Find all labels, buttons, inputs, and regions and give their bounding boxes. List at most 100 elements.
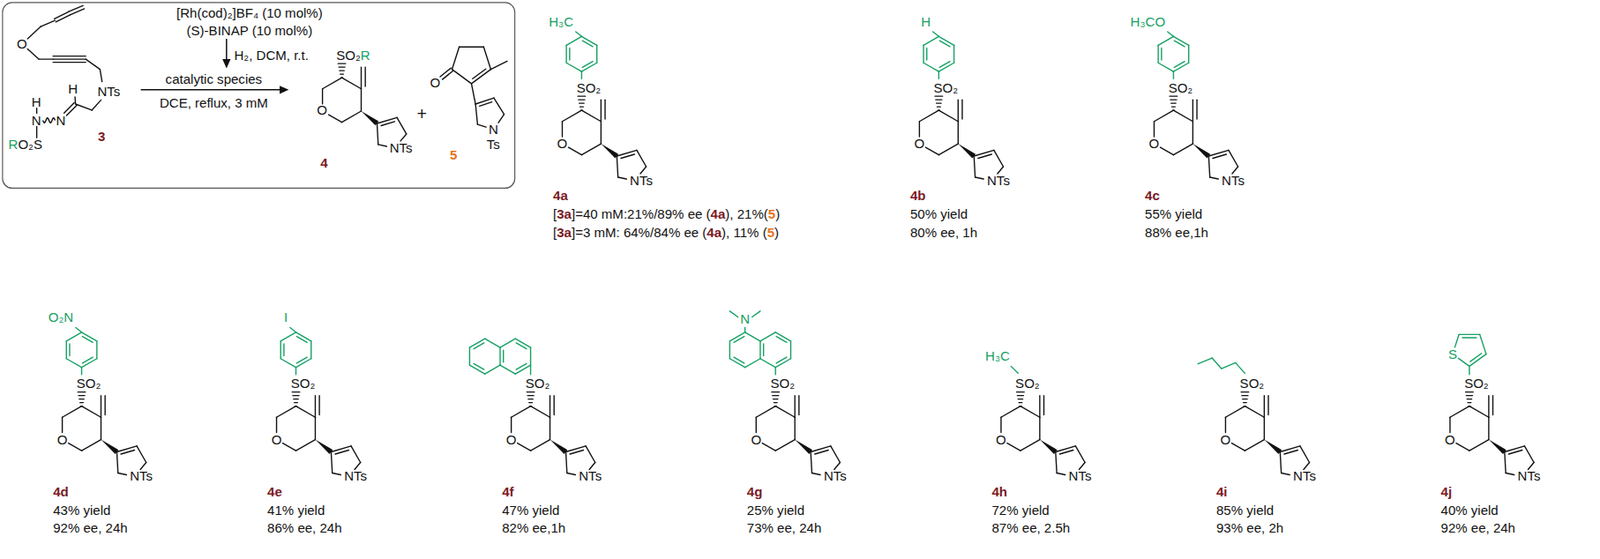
bond-line	[82, 336, 93, 344]
bond-line	[75, 327, 83, 332]
yield-text: 41% yield	[267, 503, 325, 517]
ee-text: 86% ee, 24h	[267, 522, 342, 536]
atom-label: SO₂	[1464, 377, 1489, 391]
bond-line	[500, 365, 516, 374]
bond-line	[459, 46, 485, 48]
bond-line	[744, 327, 746, 332]
bond-line	[66, 358, 82, 368]
bond-line	[569, 449, 584, 455]
bond-line	[322, 77, 343, 90]
bond-line	[280, 358, 296, 368]
bond-line	[933, 31, 940, 37]
bond-line	[61, 417, 63, 433]
bond-line	[814, 449, 829, 455]
arrow-head	[279, 85, 289, 94]
ee-text: 80% ee, 1h	[910, 225, 978, 240]
bond-line	[1469, 440, 1489, 452]
atom-label: SO₂	[770, 377, 795, 391]
bond-line	[485, 365, 501, 374]
bond-line	[473, 363, 485, 370]
atom-label: SO₂	[934, 81, 959, 95]
bond-line	[582, 61, 593, 68]
bond-line	[400, 134, 407, 142]
bond-line	[997, 166, 1004, 174]
wedge-bond	[314, 440, 333, 455]
wedge-bond	[600, 143, 619, 158]
bond-line	[1173, 110, 1193, 122]
bond-line	[1173, 40, 1185, 47]
atom-label: SO₂	[576, 81, 602, 95]
bond-line	[100, 396, 102, 419]
bond-line	[452, 69, 472, 84]
bond-line	[1450, 406, 1470, 419]
ee-text: 92% ee, 24h	[1441, 522, 1516, 536]
bond-line	[337, 63, 346, 65]
result-text: 5	[768, 206, 776, 222]
bond-line	[775, 406, 795, 419]
bond-line	[1241, 391, 1249, 393]
bond-line	[82, 357, 93, 364]
bond-line	[310, 341, 312, 359]
bond-line	[760, 332, 776, 342]
bond-line	[1508, 449, 1522, 455]
bond-line	[81, 367, 83, 375]
bond-line	[485, 338, 501, 348]
bond-line	[580, 110, 583, 112]
bond-line	[64, 103, 75, 114]
bond-line	[80, 402, 84, 404]
compound-number: 4b	[910, 189, 927, 203]
bond-line	[1303, 462, 1310, 470]
bond-line	[810, 452, 812, 474]
bond-line	[1263, 396, 1265, 419]
bond-line	[296, 357, 307, 364]
atom-label: O	[271, 433, 283, 447]
atom-label: O₂S	[17, 136, 43, 152]
bond-line	[1010, 366, 1018, 374]
bond-line	[1208, 156, 1210, 178]
bond-line	[957, 99, 959, 122]
bond-line	[919, 121, 920, 137]
atom-label: NTs	[578, 470, 602, 484]
bond-line	[342, 77, 362, 90]
bond-line	[729, 341, 731, 359]
bond-line	[581, 143, 601, 156]
bond-line	[1167, 31, 1174, 37]
bond-line	[640, 166, 647, 174]
bond-line	[1454, 334, 1459, 348]
bond-line	[1232, 166, 1239, 174]
bond-line	[1055, 446, 1077, 453]
reaction-arrow	[225, 38, 228, 60]
bond-line	[575, 31, 583, 37]
bond-line	[396, 117, 407, 135]
bond-line	[994, 149, 1004, 167]
bond-line	[314, 396, 316, 419]
wedge-bond	[1488, 440, 1507, 455]
bond-line	[939, 61, 950, 68]
bond-line	[475, 104, 478, 125]
bond-line	[1016, 391, 1025, 393]
reaction-arrow	[141, 89, 280, 91]
bond-line	[596, 44, 598, 63]
bond-line	[1020, 406, 1040, 419]
atom-label: O	[1220, 433, 1232, 447]
bond-line	[1210, 177, 1219, 180]
bond-line	[1000, 417, 1002, 433]
bond-line	[1056, 472, 1066, 475]
bond-line	[293, 398, 300, 400]
bond-line	[923, 62, 939, 72]
bond-line	[618, 177, 628, 180]
bond-line	[776, 336, 787, 344]
bond-line	[937, 110, 940, 112]
compound-number: 4e	[267, 485, 283, 499]
bond-line	[549, 396, 551, 419]
bond-line	[96, 341, 98, 359]
bond-line	[295, 367, 297, 375]
result-text: ), 21%(	[725, 206, 768, 222]
atom-label: O	[57, 433, 68, 447]
wedge-bond	[957, 143, 976, 158]
yield-text: 47% yield	[501, 503, 560, 517]
atom-label: O	[316, 104, 328, 118]
bond-line	[100, 417, 102, 440]
atom-label: NTs	[389, 141, 413, 155]
bond-line	[68, 343, 70, 357]
